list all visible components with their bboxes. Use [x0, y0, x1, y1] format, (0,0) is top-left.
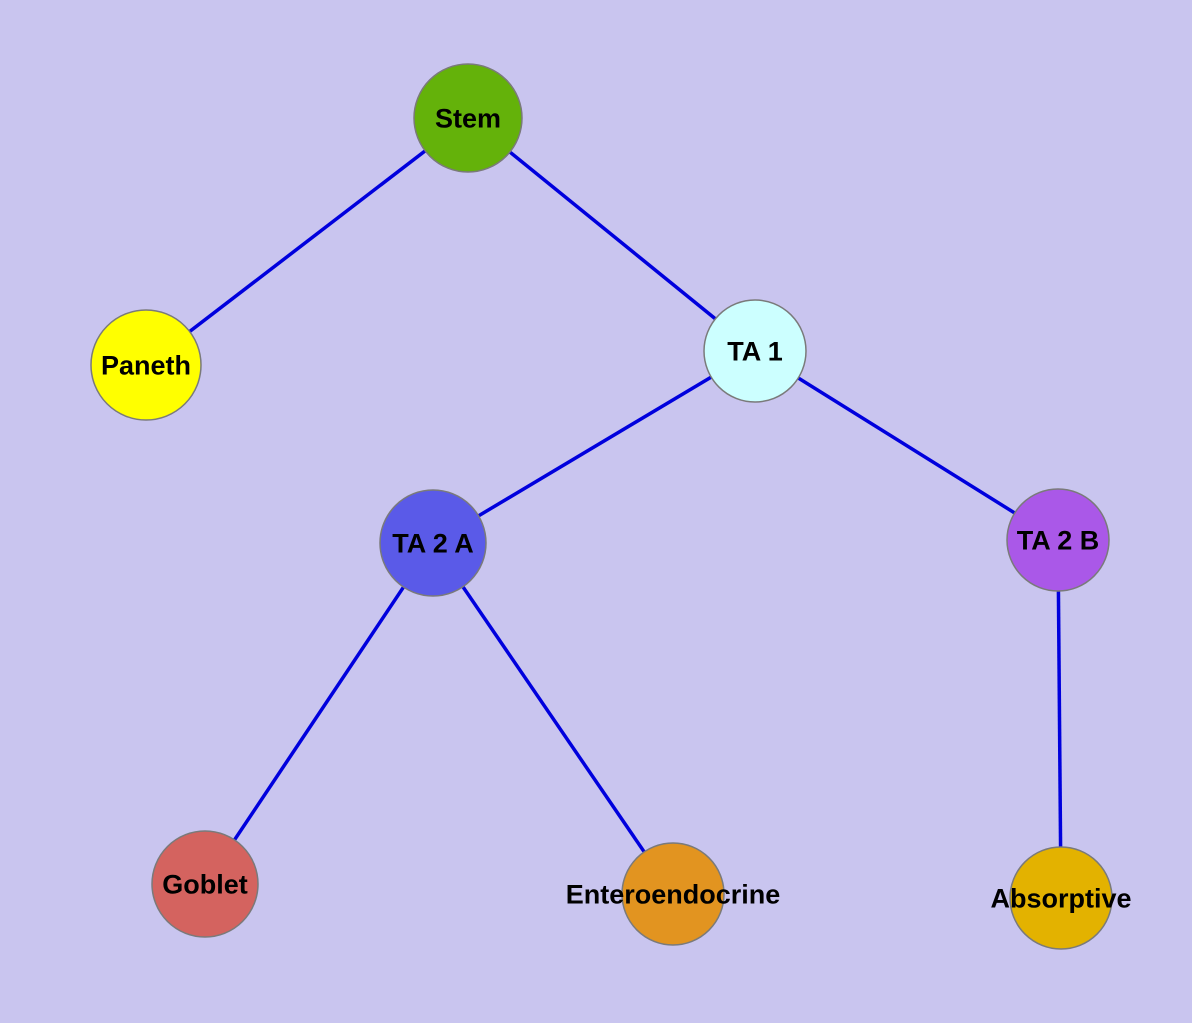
- node-label-ta1: TA 1: [727, 336, 783, 366]
- node-circle-absorptive: [1009, 846, 1113, 950]
- edge-stem-paneth: [144, 116, 470, 367]
- edge-stem-ta1: [466, 116, 757, 353]
- edge-ta2b-absorptive: [1056, 539, 1063, 899]
- node-label-paneth: Paneth: [101, 350, 191, 380]
- node-circle-enteroendocrine: [621, 842, 725, 946]
- node-circle-stem: [413, 63, 523, 173]
- node-circle-goblet: [151, 830, 259, 938]
- node-enteroendocrine: Enteroendocrine: [566, 842, 781, 946]
- edge-ta2a-enteroendocrine: [431, 542, 675, 895]
- node-circle-ta2a: [379, 489, 487, 597]
- edge-ta1-ta2a: [432, 349, 756, 545]
- node-label-stem: Stem: [435, 103, 501, 133]
- node-circle-ta2b: [1006, 488, 1110, 592]
- node-circle-paneth: [90, 309, 202, 421]
- node-label-absorptive: Absorptive: [990, 883, 1131, 913]
- node-ta1: TA 1: [703, 299, 807, 403]
- node-goblet: Goblet: [151, 830, 259, 938]
- node-circle-ta1: [703, 299, 807, 403]
- node-label-ta2b: TA 2 B: [1017, 525, 1100, 555]
- node-absorptive: Absorptive: [990, 846, 1132, 950]
- node-stem: Stem: [413, 63, 523, 173]
- node-label-goblet: Goblet: [162, 869, 248, 899]
- node-ta2a: TA 2 A: [379, 489, 487, 597]
- node-label-enteroendocrine: Enteroendocrine: [566, 879, 781, 909]
- node-label-ta2a: TA 2 A: [392, 528, 474, 558]
- edge-ta2a-goblet: [203, 542, 435, 885]
- node-paneth: Paneth: [90, 309, 202, 421]
- edge-ta1-ta2b: [754, 349, 1059, 542]
- node-ta2b: TA 2 B: [1006, 488, 1110, 592]
